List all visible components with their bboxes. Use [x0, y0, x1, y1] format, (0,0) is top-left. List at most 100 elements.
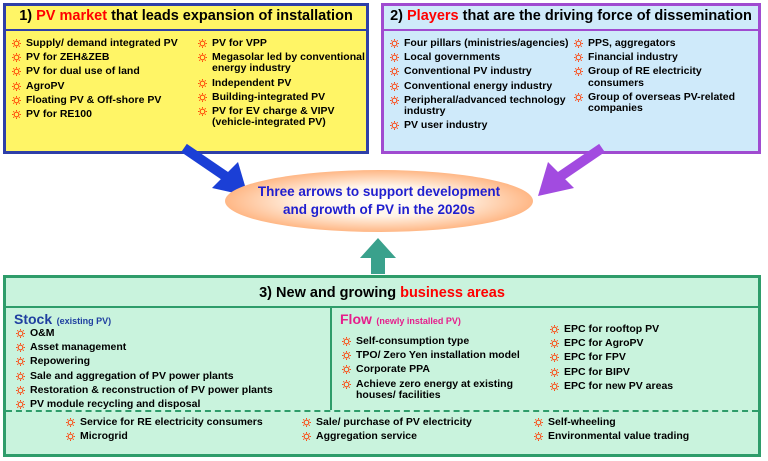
sun-icon [390, 121, 399, 131]
list-item-label: O&M [30, 327, 55, 339]
list-item-label: Repowering [30, 355, 91, 368]
list-item-label: Asset management [30, 341, 127, 354]
list-item: Group of overseas PV-related companies [574, 90, 754, 115]
list-item-label: Group of RE electricity consumers [588, 65, 702, 89]
flow-heading: Flow (newly installed PV) [340, 311, 461, 327]
list-item-label: Independent PV [212, 76, 292, 89]
sun-icon [16, 329, 25, 338]
list-item-label: PV for VPP [212, 37, 267, 49]
sun-icon [550, 325, 559, 334]
list-item: PV for EV charge & VIPV (vehicle-integra… [198, 105, 366, 128]
list-item-label: TPO/ Zero Yen installation model [356, 349, 520, 362]
list-item: Service for RE electricity consumers [66, 416, 286, 428]
list-item-label: Aggregation service [316, 430, 417, 443]
list-item-label: Building-integrated PV [212, 90, 326, 103]
title-divider [6, 29, 366, 31]
sun-icon [302, 432, 311, 442]
stock-flow-divider [330, 306, 332, 410]
list-item: PPS, aggregators [574, 37, 754, 49]
list-item-label: Service for RE electricity consumers [80, 416, 263, 428]
sun-icon [12, 95, 21, 105]
list-item-label: EPC for AgroPV [564, 337, 644, 350]
list-item-label: Group of overseas PV-related companies [588, 90, 736, 115]
list-item: Sale and aggregation of PV power plants [16, 369, 326, 382]
list-item: PV for RE100 [12, 108, 192, 120]
sun-icon [16, 385, 25, 395]
pv-market-title: 1) PV market that leads expansion of ins… [19, 8, 353, 24]
sun-icon [198, 78, 207, 88]
business-areas-title: 3) New and growing business areas [259, 285, 505, 301]
sun-icon [12, 81, 21, 91]
sun-icon [550, 381, 559, 391]
sun-icon [390, 67, 399, 77]
purple-arrow-icon [538, 143, 605, 196]
sun-icon [342, 337, 351, 346]
list-item: Four pillars (ministries/agencies) [390, 37, 570, 49]
list-item: EPC for new PV areas [550, 379, 750, 392]
list-item: Restoration & reconstruction of PV power… [16, 383, 326, 396]
list-item: Floating PV & Off-shore PV [12, 93, 192, 106]
list-item-label: Supply/ demand integrated PV [26, 37, 178, 49]
list-item-label: AgroPV [26, 79, 65, 92]
sun-icon [12, 67, 21, 77]
market-left-list: Supply/ demand integrated PV PV for ZEH&Z… [12, 37, 192, 123]
list-item: Megasolar led by conventional energy ind… [198, 52, 366, 74]
sun-icon [198, 92, 207, 102]
list-item: EPC for FPV [550, 352, 750, 363]
list-item-label: Sale/ purchase of PV electricity [316, 416, 472, 428]
list-item-label: Conventional energy industry [404, 79, 553, 92]
list-item-label: Financial industry [588, 51, 678, 64]
three-arrows-ellipse: Three arrows to support development and … [225, 170, 533, 232]
list-item: Independent PV [198, 76, 366, 89]
list-item: PV for ZEH&ZEB [12, 52, 192, 63]
list-item: EPC for rooftop PV [550, 323, 750, 335]
list-item-label: Corporate PPA [356, 363, 430, 376]
list-item-label: EPC for new PV areas [564, 379, 674, 392]
sun-icon [574, 67, 583, 77]
list-item-label: PV module recycling and disposal [30, 398, 201, 411]
list-item-label: PV for ZEH&ZEB [26, 51, 110, 64]
list-item: Conventional energy industry [390, 79, 570, 92]
sun-icon [66, 418, 75, 427]
list-item: Financial industry [574, 52, 754, 63]
list-item-label: Sale and aggregation of PV power plants [30, 369, 234, 382]
sun-icon [574, 53, 583, 63]
sun-icon [390, 39, 399, 48]
list-item: Corporate PPA [342, 364, 542, 375]
sun-icon [534, 432, 543, 442]
sun-icon [390, 53, 399, 63]
list-item-label: Self-consumption type [356, 335, 470, 347]
sun-icon [550, 353, 559, 363]
title-divider [384, 29, 758, 31]
list-item-label: Conventional PV industry [404, 65, 532, 78]
teal-arrow-icon [360, 238, 396, 274]
stock-heading: Stock (existing PV) [14, 311, 112, 327]
list-item-label: PV user industry [404, 119, 488, 132]
list-item: Building-integrated PV [198, 90, 366, 103]
list-item-label: Environmental value trading [548, 430, 690, 443]
list-item-label: Restoration & reconstruction of PV power… [30, 383, 273, 396]
sun-icon [12, 110, 21, 120]
sun-icon [16, 343, 25, 353]
list-item-label: EPC for BIPV [564, 365, 630, 378]
sun-icon [66, 432, 75, 442]
list-item-label: PV for dual use of land [26, 65, 140, 78]
bottom-dashed-divider [6, 410, 758, 412]
list-item: Environmental value trading [534, 431, 754, 442]
list-item: PV module recycling and disposal [16, 398, 326, 411]
list-item: Asset management [16, 342, 326, 353]
list-item: PV user industry [390, 120, 570, 131]
list-item: Local governments [390, 52, 570, 63]
players-left-list: Four pillars (ministries/agencies) Local … [390, 37, 570, 134]
sun-icon [16, 400, 25, 410]
sun-icon [574, 92, 583, 102]
list-item: Group of RE electricity consumers [574, 66, 754, 88]
sun-icon [198, 107, 207, 117]
sun-icon [198, 53, 207, 63]
list-item-label: EPC for FPV [564, 351, 626, 364]
list-item-label: Floating PV & Off-shore PV [26, 93, 162, 106]
